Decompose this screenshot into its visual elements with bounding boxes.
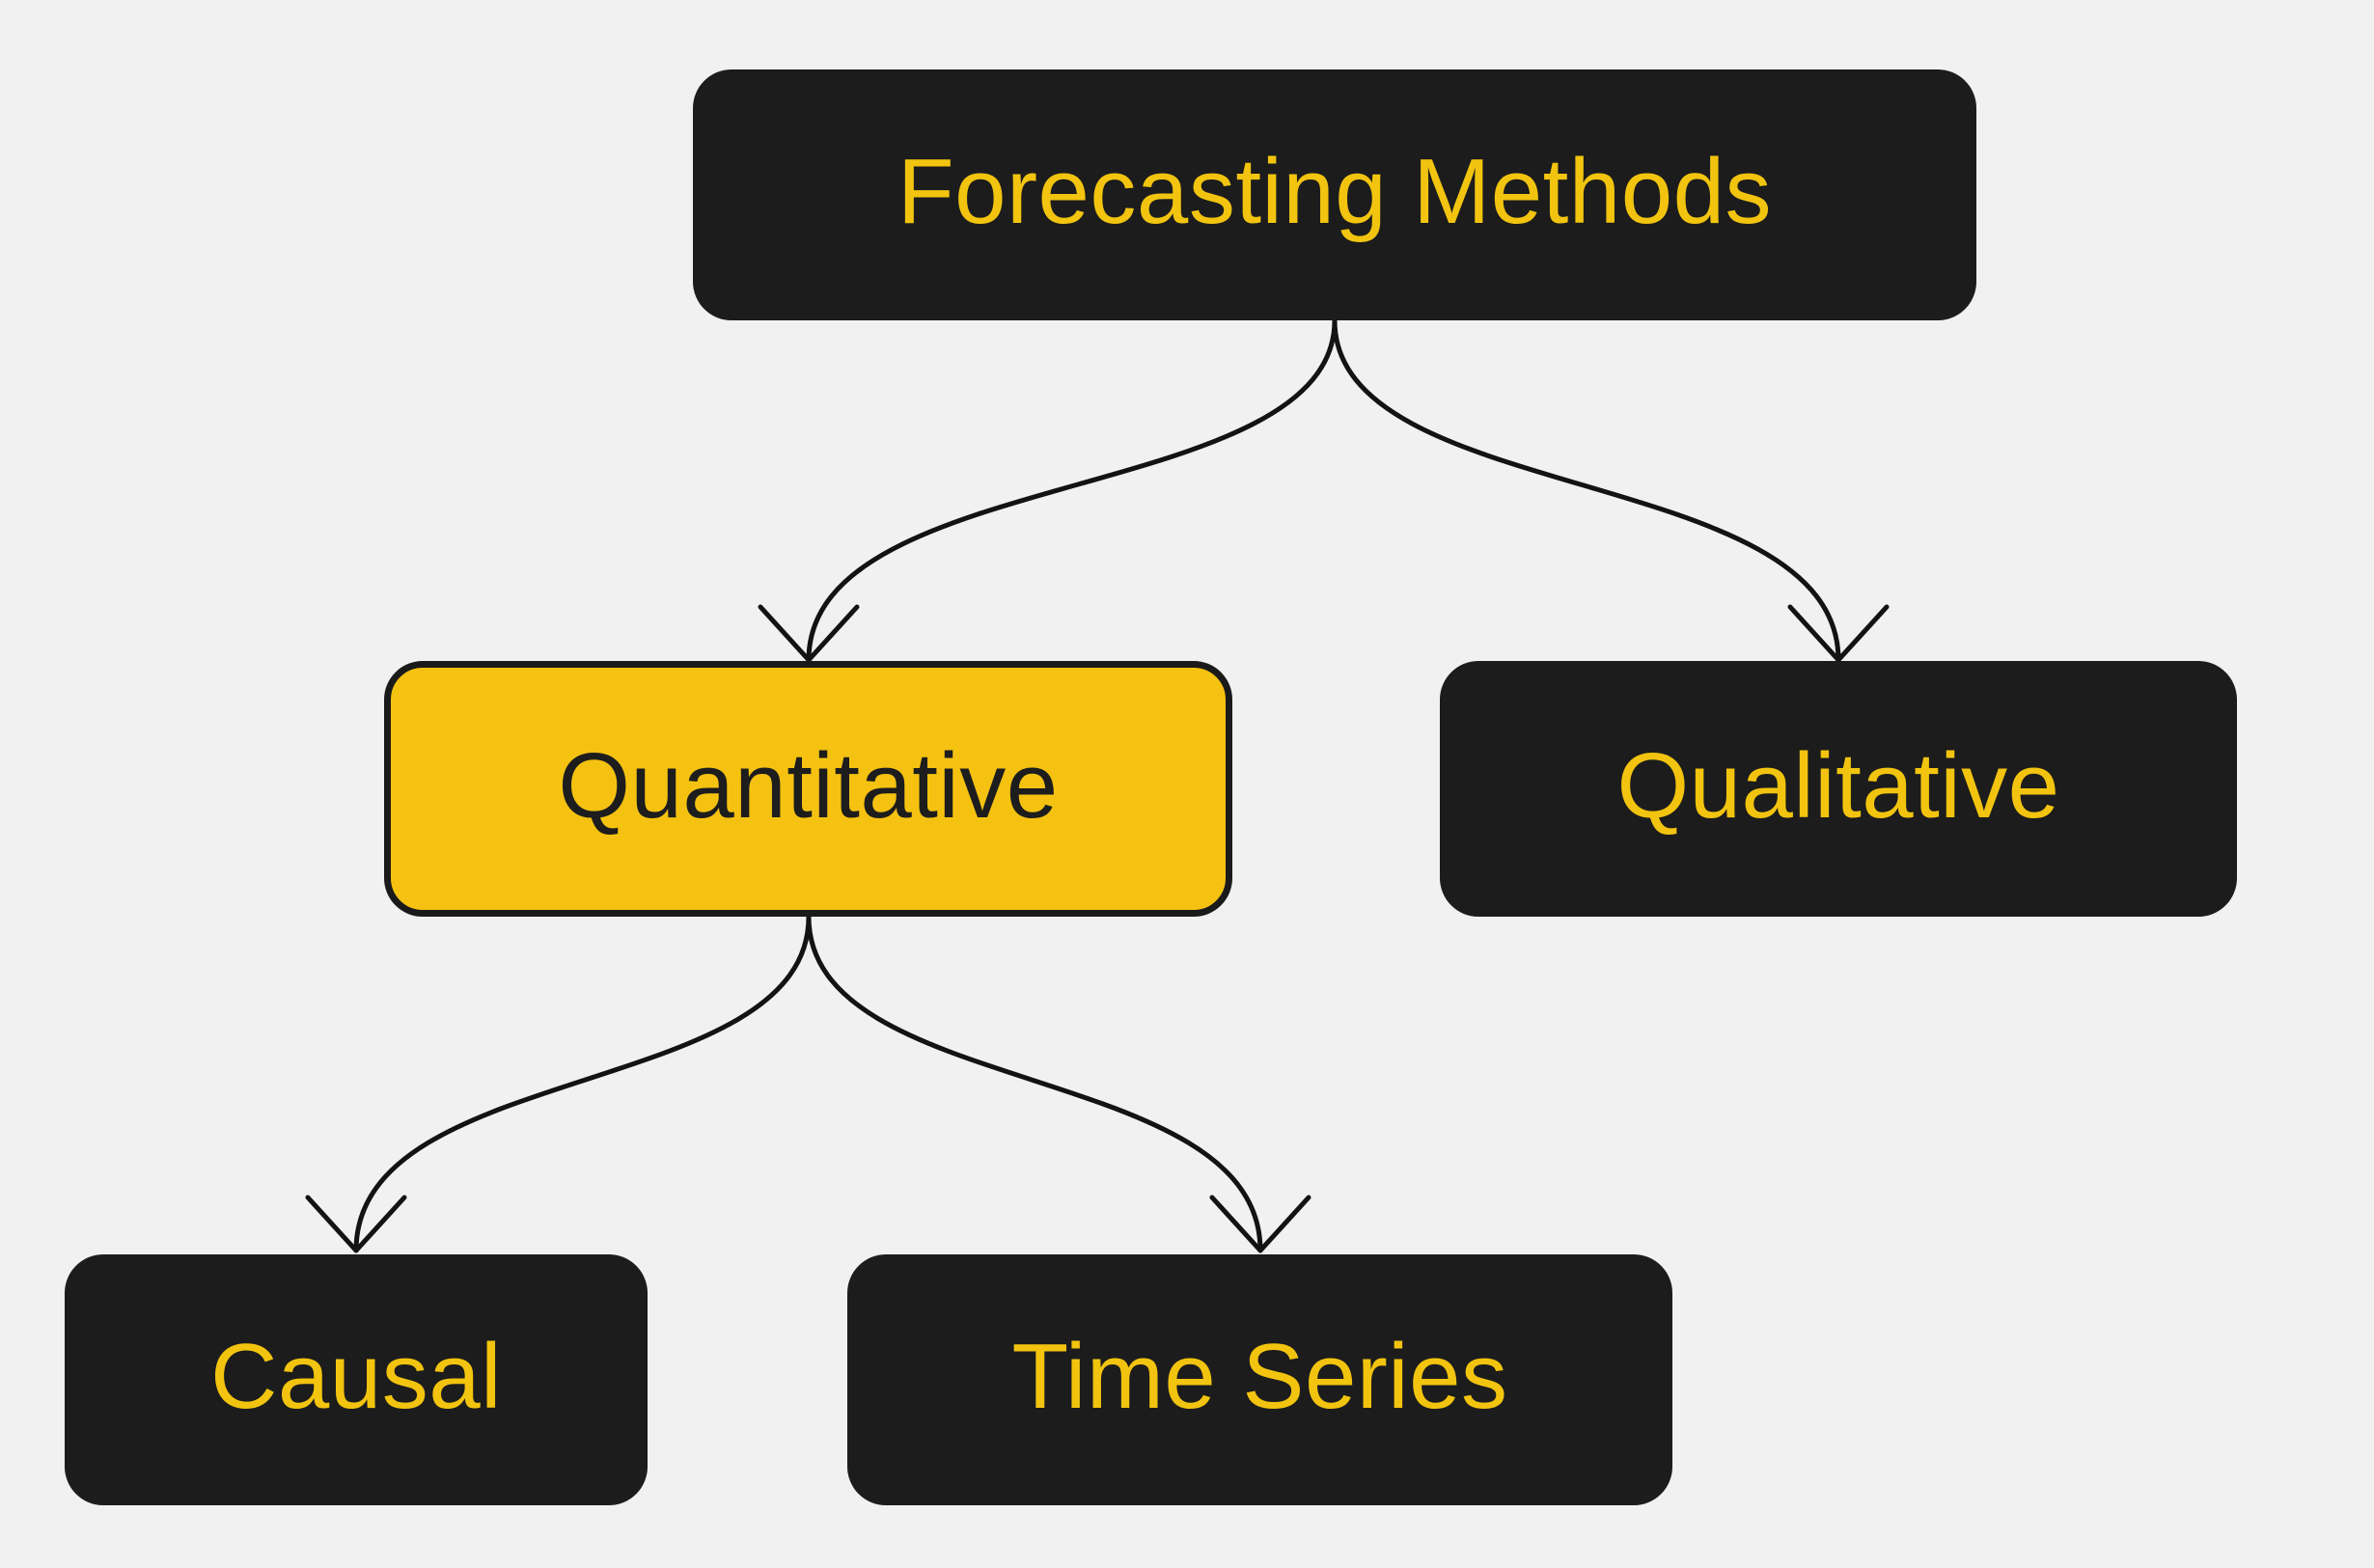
node-forecasting-methods-label: Forecasting Methods xyxy=(897,140,1772,243)
node-forecasting-methods: Forecasting Methods xyxy=(693,69,1976,320)
arrowhead-quantitative-causal xyxy=(305,1195,407,1253)
node-qualitative-label: Qualitative xyxy=(1616,733,2060,838)
node-time-series-label: Time Series xyxy=(1011,1325,1508,1428)
edge-root-qualitative xyxy=(1332,317,1841,663)
arrowhead-root-quantitative xyxy=(758,604,860,663)
node-causal-label: Causal xyxy=(210,1325,502,1428)
node-quantitative: Quantitative xyxy=(384,661,1232,917)
node-quantitative-label: Quantitative xyxy=(558,733,1059,838)
edge-root-quantitative xyxy=(806,317,1338,663)
node-time-series: Time Series xyxy=(847,1254,1672,1505)
edge-quantitative-causal xyxy=(353,914,812,1253)
arrowhead-root-qualitative xyxy=(1787,604,1890,663)
edge-quantitative-timeseries xyxy=(806,914,1263,1253)
node-causal: Causal xyxy=(65,1254,648,1505)
arrowhead-quantitative-timeseries xyxy=(1209,1195,1311,1253)
node-qualitative: Qualitative xyxy=(1440,661,2237,917)
